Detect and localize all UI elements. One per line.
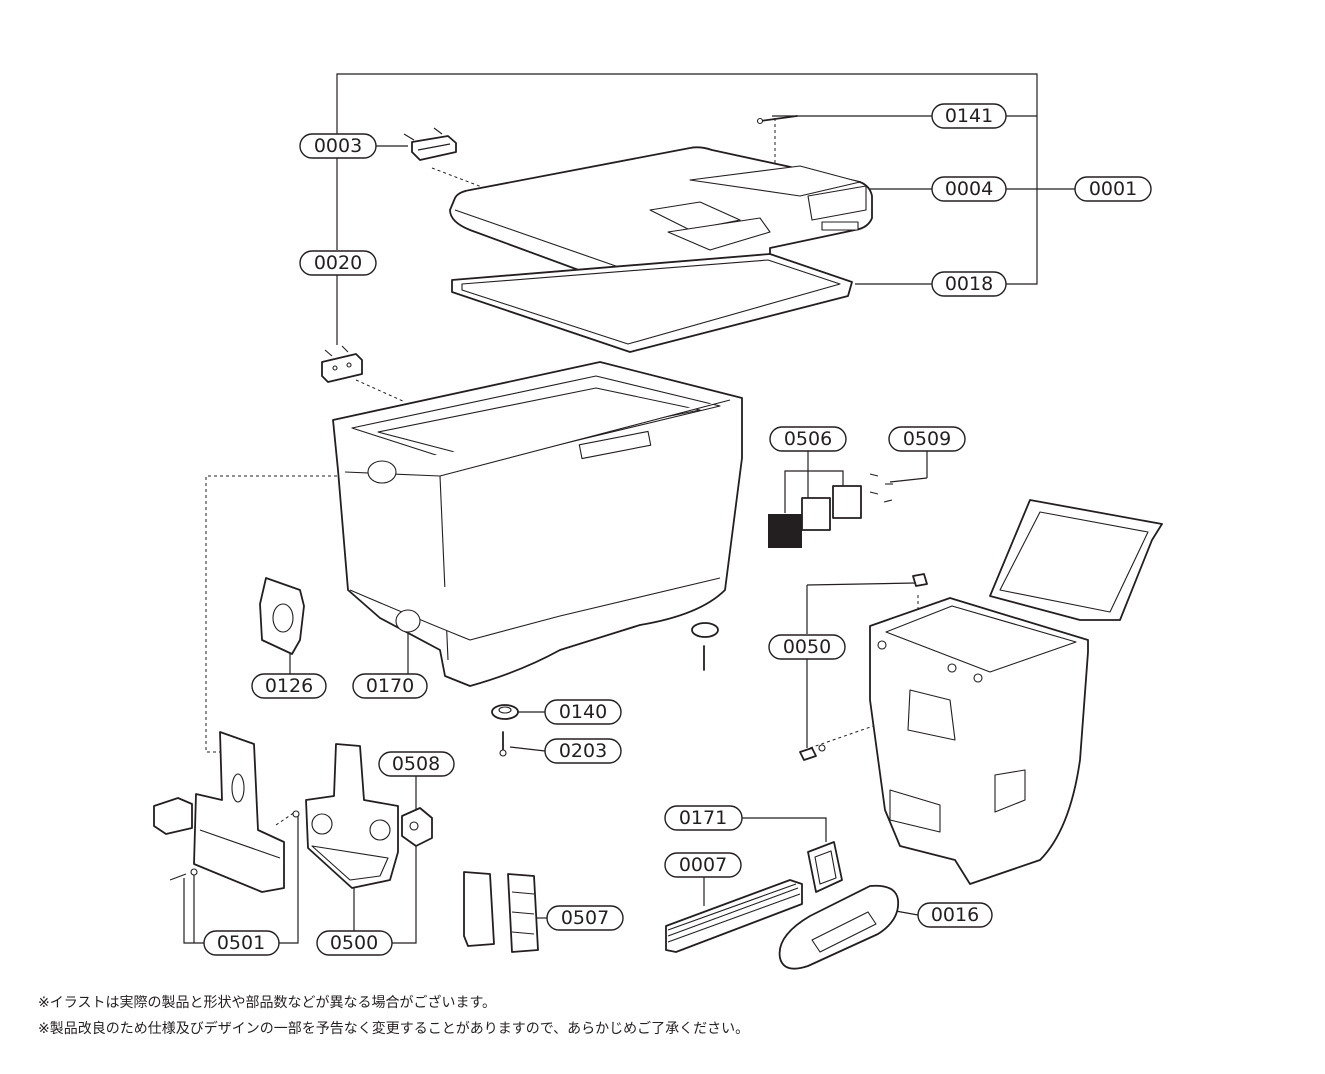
svg-text:0050: 0050 — [783, 636, 831, 658]
svg-text:0126: 0126 — [265, 675, 313, 697]
svg-text:0508: 0508 — [392, 753, 440, 775]
screw-part — [499, 731, 507, 757]
disclaimer-note-specification: ※製品改良のため仕様及びデザインの一部を予告なく変更することがありますので、あら… — [38, 1021, 750, 1037]
callout-0050: 0050 — [768, 634, 846, 660]
callout-0018: 0018 — [931, 271, 1007, 297]
svg-text:0020: 0020 — [314, 252, 362, 274]
stacked-plates-part — [665, 879, 803, 953]
callout-0003: 0003 — [299, 133, 377, 159]
svg-text:0007: 0007 — [679, 854, 727, 876]
callout-0016: 0016 — [917, 902, 993, 928]
divider-panel-part — [463, 871, 539, 953]
buckle-part — [807, 841, 843, 893]
callout-0507: 0507 — [546, 905, 624, 931]
callout-0140: 0140 — [544, 699, 622, 725]
svg-text:0509: 0509 — [903, 428, 951, 450]
pin-part — [756, 115, 798, 125]
hinge-part — [403, 127, 457, 161]
svg-text:0140: 0140 — [559, 701, 607, 723]
back-plate-part — [259, 577, 305, 655]
callout-0004: 0004 — [931, 176, 1007, 202]
callout-0506: 0506 — [769, 426, 847, 452]
mount-bracket-part — [153, 731, 300, 893]
svg-text:0507: 0507 — [561, 907, 609, 929]
knob-part — [799, 573, 928, 761]
svg-text:0001: 0001 — [1089, 178, 1137, 200]
svg-text:0500: 0500 — [330, 932, 378, 954]
screw-set-part — [869, 473, 893, 503]
svg-text:0171: 0171 — [679, 807, 727, 829]
svg-text:0170: 0170 — [366, 675, 414, 697]
callout-0170: 0170 — [352, 673, 428, 699]
gasket-part — [451, 253, 853, 353]
svg-text:0004: 0004 — [945, 178, 993, 200]
body-foot-part — [691, 622, 719, 671]
callout-0001: 0001 — [1074, 176, 1152, 202]
callout-0509: 0509 — [888, 426, 966, 452]
svg-text:0018: 0018 — [945, 273, 993, 295]
svg-text:0203: 0203 — [559, 740, 607, 762]
disclaimer-note-illustration: ※イラストは実際の製品と形状や部品数などが異なる場合がございます。 — [38, 995, 497, 1011]
callout-0500: 0500 — [316, 930, 393, 956]
svg-text:0016: 0016 — [931, 904, 979, 926]
cooler-body-part — [332, 361, 743, 687]
callout-0171: 0171 — [664, 805, 743, 831]
assembled-cooler — [869, 499, 1163, 885]
callout-0501: 0501 — [203, 930, 280, 956]
svg-text:0003: 0003 — [314, 135, 362, 157]
grip-handle-part — [778, 884, 900, 970]
side-bracket-part — [305, 743, 399, 889]
pad-part — [768, 485, 862, 548]
svg-text:0501: 0501 — [217, 932, 265, 954]
callout-0508: 0508 — [378, 751, 455, 777]
callout-0007: 0007 — [664, 852, 742, 878]
clip-part — [401, 807, 433, 847]
leader-lines — [183, 73, 1075, 944]
svg-text:0506: 0506 — [784, 428, 832, 450]
svg-text:0141: 0141 — [945, 105, 993, 127]
rubber-foot-part — [491, 704, 519, 720]
callout-0126: 0126 — [251, 673, 327, 699]
callout-0141: 0141 — [931, 103, 1007, 129]
callout-0020: 0020 — [299, 250, 377, 276]
latch-plate-part — [321, 345, 363, 383]
callout-0203: 0203 — [544, 738, 622, 764]
